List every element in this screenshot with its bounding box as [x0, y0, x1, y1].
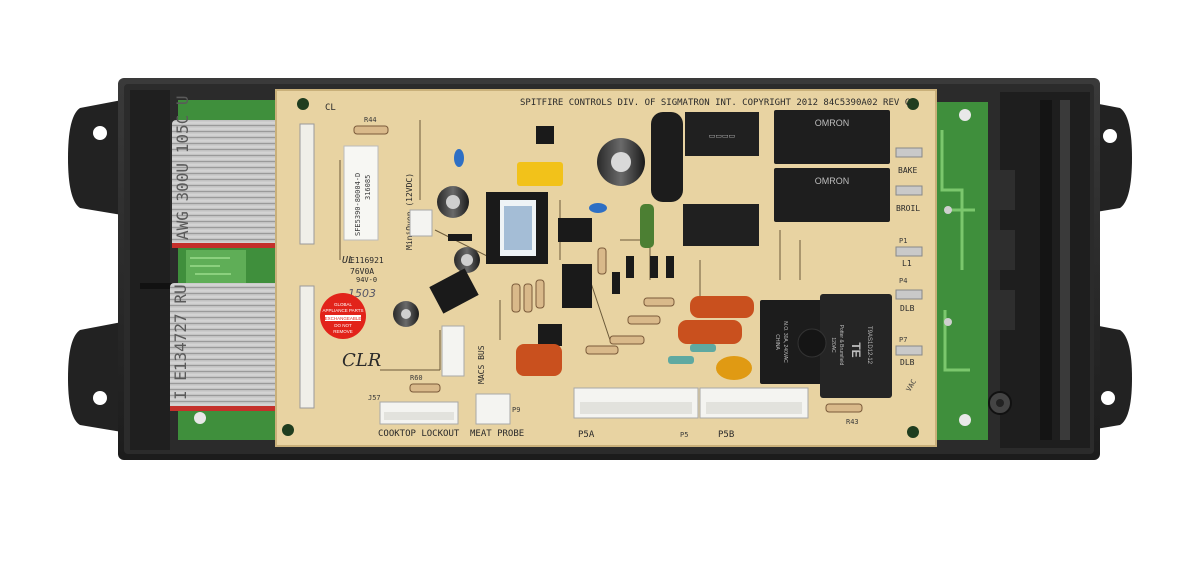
electrolytic-capacitor-2: [454, 247, 480, 273]
orange-capacitor-1: [690, 296, 754, 318]
svg-text:OMRON: OMRON: [815, 176, 850, 186]
amber-capacitor: [716, 356, 752, 380]
connector-meat-probe: [475, 393, 511, 425]
transformer: [486, 192, 548, 264]
ul-grade: 94V-0: [356, 276, 377, 284]
ribbon-cable-bottom: I E134727 RU: [170, 283, 308, 411]
connector-p5a: [573, 387, 699, 419]
ul-code: E116921: [350, 256, 384, 265]
yellow-capacitor: [517, 162, 563, 186]
ul-rating: 76V0A: [350, 267, 374, 276]
p5b-label: P5B: [718, 430, 734, 440]
svg-text:T9AS1D12-12: T9AS1D12-12: [866, 326, 872, 365]
p5a-label: P5A: [578, 430, 595, 440]
orange-capacitor-3: [516, 344, 562, 376]
corner-label: CL: [325, 103, 336, 113]
ic-chip-2: [538, 324, 562, 346]
p5-label: P5: [680, 431, 688, 439]
meat-probe-label: MEAT PROBE: [470, 429, 524, 439]
svg-text:P4: P4: [899, 277, 907, 285]
bake-label: BAKE: [898, 166, 917, 175]
macs-bus-label: MACS BUS: [477, 345, 486, 384]
dlb-label-2: DLB: [900, 358, 915, 367]
svg-text:GLOBAL: GLOBAL: [334, 302, 353, 307]
svg-text:▭▭▭▭: ▭▭▭▭: [709, 133, 735, 140]
relay-te-power: TE T9AS1D12-12 N.O. 30A, 240VAC CHINA Po…: [760, 294, 892, 398]
ribbon-bottom-text: I E134727 RU: [171, 284, 190, 400]
choke-inductor: [651, 112, 683, 202]
dlb-label-1: DLB: [900, 304, 915, 313]
blue-capacitor: [454, 149, 464, 167]
svg-text:DO NOT: DO NOT: [334, 323, 352, 328]
svg-text:R60: R60: [410, 374, 423, 382]
svg-text:316085: 316085: [364, 175, 372, 200]
electrolytic-capacitor-large: [597, 138, 645, 186]
svg-text:OMRON: OMRON: [815, 118, 850, 128]
svg-text:N.O. 30A, 240VAC: N.O. 30A, 240VAC: [782, 321, 788, 363]
red-exchange-sticker: GLOBAL APPLIANCE PARTS EXCHANGEABLE DO N…: [320, 293, 366, 339]
relay-omron-1: OMRON: [774, 110, 890, 164]
svg-text:Potter & Brumfield: Potter & Brumfield: [838, 325, 844, 366]
connector-cooktop-lockout: [379, 401, 459, 425]
electrolytic-capacitor-1: [437, 186, 469, 218]
svg-text:APPLIANCE PARTS: APPLIANCE PARTS: [322, 308, 363, 313]
ribbon-cable-top: AWG 300U 105C U: [172, 96, 308, 248]
broil-label: BROIL: [896, 204, 920, 213]
svg-text:P1: P1: [899, 237, 907, 245]
green-resistor: [640, 204, 654, 248]
ic-chip-1: [558, 218, 592, 242]
green-pcb-right: [932, 102, 988, 440]
ic-chip-3: [562, 264, 592, 308]
ul-logo: UL: [342, 255, 354, 266]
connector-macs-bus: [441, 325, 465, 377]
connector-mini-oven: [409, 209, 433, 237]
ribbon-top-text: AWG 300U 105C U: [173, 96, 192, 241]
diodes: [448, 234, 674, 294]
svg-text:R44: R44: [364, 116, 377, 124]
part-sticker: SFE5390-80004-D 316085: [343, 145, 379, 241]
electrolytic-capacitor-3: [393, 301, 419, 327]
l1-label: L1: [902, 259, 912, 268]
relay-omron-2: OMRON: [774, 168, 890, 222]
orange-capacitor-2: [678, 320, 742, 344]
svg-text:R43: R43: [846, 418, 859, 426]
svg-text:P9: P9: [512, 406, 520, 414]
resistor-array: [353, 125, 863, 413]
handwritten-mark: CLR: [342, 350, 381, 371]
svg-text:REMOVE: REMOVE: [333, 329, 353, 334]
svg-text:SFE5390-80004-D: SFE5390-80004-D: [354, 173, 362, 236]
svg-text:TE: TE: [849, 342, 863, 357]
cooktop-lockout-label: COOKTOP LOCKOUT: [378, 429, 460, 439]
board-header-text: SPITFIRE CONTROLS DIV. OF SIGMATRON INT.…: [520, 98, 910, 108]
relay-small-1: ▭▭▭▭: [685, 112, 759, 156]
spade-terminals: [895, 147, 923, 356]
svg-text:CHINA: CHINA: [774, 334, 780, 350]
transistor: [536, 126, 554, 144]
svg-text:P7: P7: [899, 336, 907, 344]
relay-small-2: [683, 204, 759, 246]
svg-text:EXCHANGEABLE: EXCHANGEABLE: [325, 316, 362, 321]
svg-text:J57: J57: [368, 394, 381, 402]
voltage-regulator: [429, 268, 479, 314]
svg-text:120AC: 120AC: [830, 337, 836, 353]
connector-p5b: [699, 387, 809, 419]
